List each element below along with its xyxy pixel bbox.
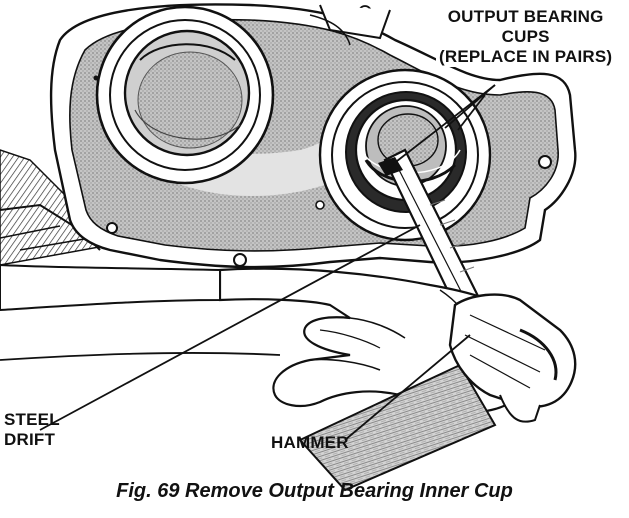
output-label-line2: CUPS bbox=[501, 27, 550, 46]
leader-lines bbox=[39, 84, 496, 441]
output-label-line1: OUTPUT BEARING bbox=[447, 7, 604, 26]
hammer-label: HAMMER bbox=[271, 433, 349, 452]
steel-label-line1: STEEL bbox=[4, 410, 60, 429]
figure-caption: Fig. 69 Remove Output Bearing Inner Cup bbox=[116, 480, 513, 502]
output-bearing-cups-label: OUTPUT BEARING CUPS (REPLACE IN PAIRS) bbox=[436, 7, 616, 67]
steel-label-line2: DRIFT bbox=[4, 430, 56, 449]
input-bore bbox=[95, 5, 275, 185]
hammer bbox=[298, 293, 577, 492]
output-label-line3: (REPLACE IN PAIRS) bbox=[439, 47, 613, 66]
steel-drift-label: STEEL DRIFT bbox=[4, 410, 60, 450]
